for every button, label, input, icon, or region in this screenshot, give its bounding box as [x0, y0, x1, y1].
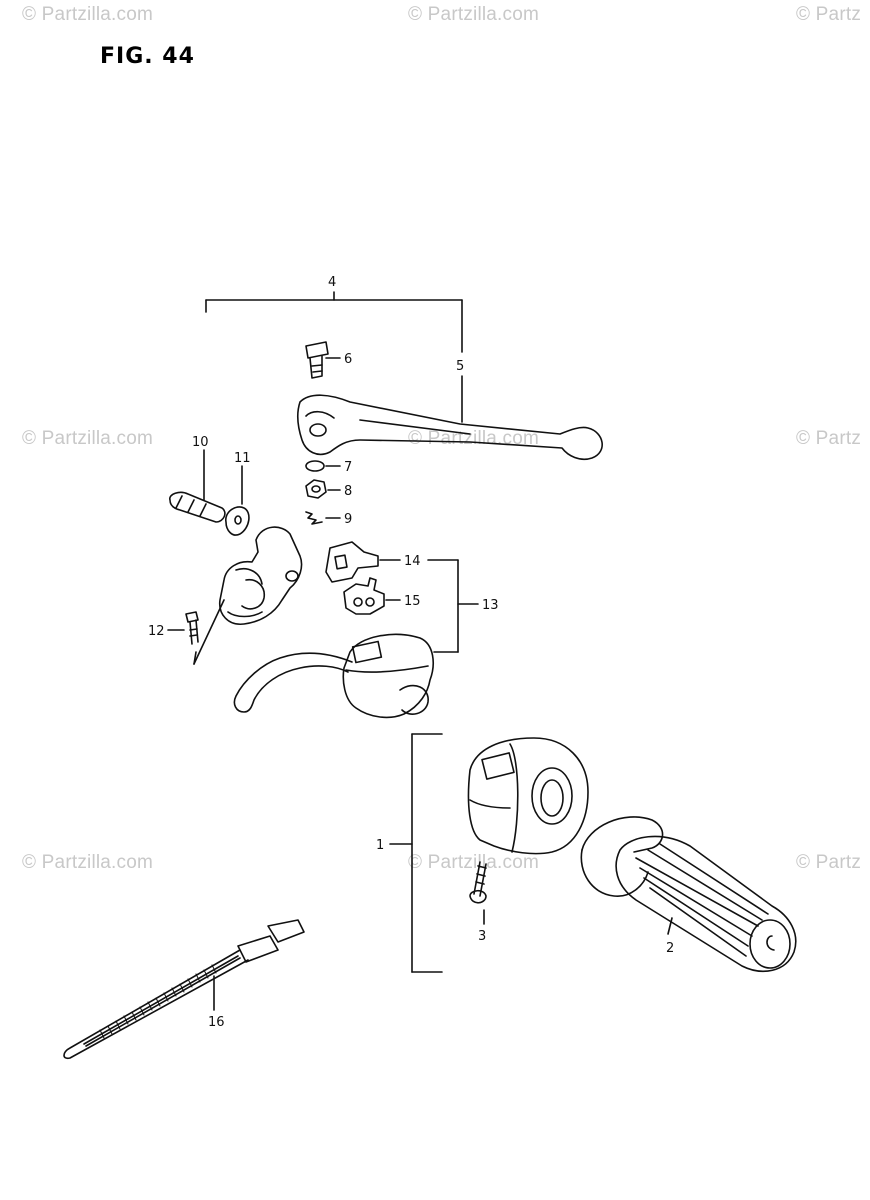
grip-part-2: [580, 816, 797, 973]
cable-tie-teeth: [99, 964, 217, 1039]
callout-13: 13: [482, 598, 499, 613]
callout-labels: 4 5 6 7 8 9 10 11 12 13 14 15 1 3 2 16: [148, 275, 674, 1030]
callout-12: 12: [148, 624, 165, 639]
spring-part-9: [305, 511, 341, 525]
callout-16: 16: [208, 1015, 225, 1030]
callout-8: 8: [344, 484, 352, 499]
nut-part-8: [305, 479, 341, 499]
watermark: © Partzilla.com: [408, 4, 540, 25]
callout-6: 6: [344, 352, 352, 367]
screw-part-12: [167, 599, 225, 665]
screw-part-3: [469, 861, 487, 925]
callout-10: 10: [192, 435, 209, 450]
bracket-13: [427, 559, 479, 653]
bracket-4: [205, 291, 463, 423]
clutch-lever-part-5: [297, 394, 603, 461]
callout-7: 7: [344, 460, 352, 475]
lever-bracket: [219, 526, 303, 625]
figure-title: FIG. 44: [100, 44, 195, 69]
throttle-housing: [467, 737, 589, 855]
callout-11: 11: [234, 451, 251, 466]
bolt-part-10: [169, 449, 226, 523]
callout-4: 4: [328, 275, 336, 290]
cable-tie-part-16: [63, 919, 305, 1060]
watermark: © Partzilla.com: [22, 4, 154, 25]
watermark: © Partzilla.com: [22, 852, 154, 873]
watermark: © Partzilla.com: [408, 852, 540, 873]
switch-plate-part-14: [325, 541, 401, 583]
left-switch-housing: [233, 633, 434, 719]
circlip-part-7: [305, 460, 341, 472]
callout-2: 2: [666, 941, 674, 956]
pivot-bolt-part-6: [305, 341, 341, 379]
watermark: © Partz: [796, 428, 862, 449]
callout-15: 15: [404, 594, 421, 609]
callout-1: 1: [376, 838, 384, 853]
watermark: © Partzilla.com: [22, 428, 154, 449]
switch-part-15: [343, 577, 401, 615]
watermark: © Partz: [796, 852, 862, 873]
callout-3: 3: [478, 929, 486, 944]
callout-5: 5: [456, 359, 464, 374]
watermark: © Partz: [796, 4, 862, 25]
callout-9: 9: [344, 512, 352, 527]
callout-14: 14: [404, 554, 421, 569]
washer-part-11: [225, 465, 250, 536]
bracket-1: [389, 733, 443, 973]
